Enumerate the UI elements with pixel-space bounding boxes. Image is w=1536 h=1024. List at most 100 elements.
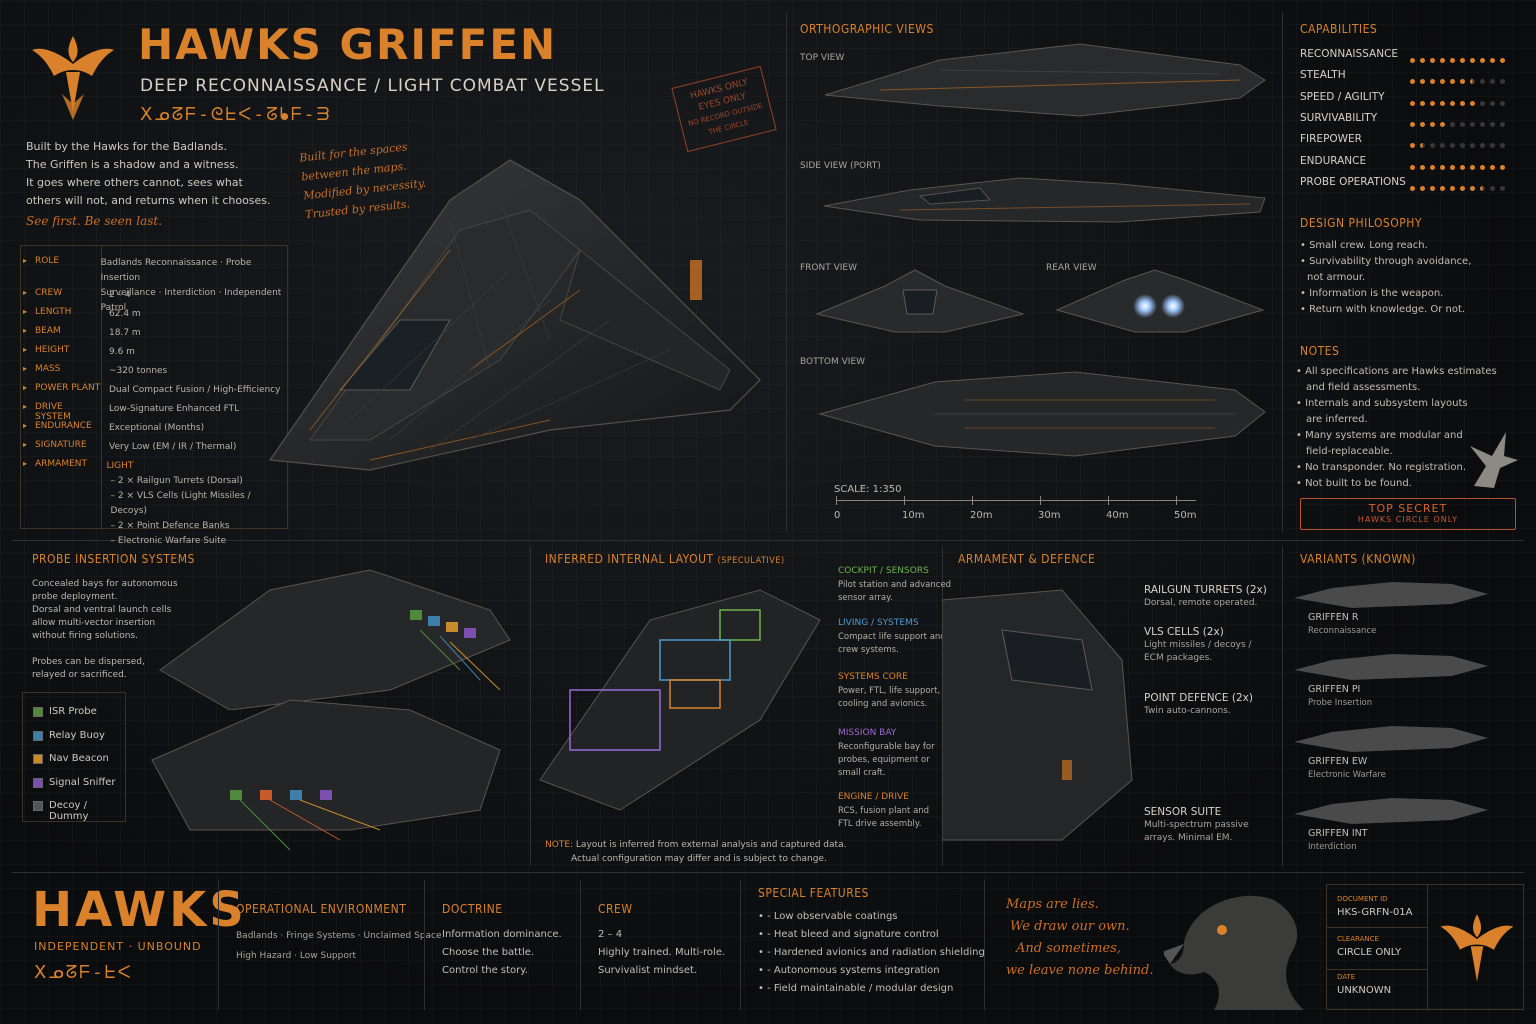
- rating-dot: [1410, 79, 1415, 85]
- scale-tick: [1176, 496, 1177, 505]
- rating-dot: [1410, 121, 1415, 127]
- internal-label-heading: MISSION BAY: [838, 728, 897, 738]
- footer-glyphs: ꓫᓄᘔᖴ-ᖶᐸ: [34, 962, 133, 983]
- doctrine-title: DOCTRINE: [442, 902, 503, 916]
- internal-label-desc: Pilot station and advanced: [838, 580, 952, 590]
- internal-label-desc: FTL drive assembly.: [838, 819, 922, 829]
- armament-heading: SENSOR SUITE: [1144, 806, 1222, 818]
- footer-brand: HAWKS: [32, 882, 247, 938]
- probe-ship-dorsal-render: [150, 560, 520, 711]
- rating-dot: [1450, 79, 1455, 85]
- side-view-label: SIDE VIEW (PORT): [800, 161, 881, 171]
- divider: [12, 872, 1524, 873]
- spec-value-line: Low-Signature Enhanced FTL: [109, 404, 240, 414]
- internal-label-desc: cooling and avionics.: [838, 699, 928, 709]
- spec-key: ENDURANCE: [21, 421, 101, 436]
- internal-label-desc: Compact life support and: [838, 632, 946, 642]
- spec-key: MASS: [21, 364, 101, 379]
- philosophy-title: DESIGN PHILOSOPHY: [1300, 216, 1423, 230]
- divider: [786, 12, 787, 532]
- rating-dot: [1470, 121, 1475, 127]
- capability-rating: [1410, 178, 1510, 197]
- scale-tick-label: 40m: [1106, 510, 1129, 521]
- scale-label: SCALE: 1:350: [834, 484, 902, 495]
- scale-tick: [972, 496, 973, 505]
- capability-label: PROBE OPERATIONS: [1300, 175, 1406, 188]
- capabilities-title: CAPABILITIES: [1300, 22, 1378, 36]
- spec-value: Exceptional (Months): [101, 421, 204, 436]
- bottom-view-render: [815, 370, 1270, 460]
- rating-dot: [1410, 185, 1415, 191]
- rating-dot: [1450, 58, 1455, 63]
- internal-label-heading: SYSTEMS CORE: [838, 672, 908, 682]
- armament-desc: ECM packages.: [1144, 653, 1213, 663]
- internal-label-desc: Reconfigurable bay for: [838, 742, 935, 752]
- rating-dot: [1480, 79, 1485, 85]
- features-list: • - Low observable coatings• - Heat blee…: [758, 911, 985, 994]
- side-view-render: [820, 170, 1270, 230]
- spec-key: SIGNATURE: [21, 440, 101, 455]
- rating-dot: [1480, 58, 1485, 63]
- divider: [580, 880, 581, 1010]
- rating-dot: [1470, 185, 1475, 191]
- armament-heading: POINT DEFENCE (2x): [1144, 692, 1253, 704]
- rating-dot: [1440, 79, 1445, 85]
- internal-note: NOTE: Layout is inferred from external a…: [545, 840, 847, 864]
- spec-value-line: Surveillance · Interdiction · Independen…: [100, 288, 282, 313]
- intro-text: Built by the Hawks for the Badlands. The…: [26, 140, 271, 207]
- spec-key: CREW: [21, 288, 101, 303]
- top-view-label: TOP VIEW: [800, 53, 845, 63]
- scale-tick-label: 30m: [1038, 510, 1061, 521]
- notes-list: • All specifications are Hawks estimates…: [1296, 366, 1497, 489]
- rating-dot: [1500, 79, 1505, 85]
- top-secret-badge: TOP SECRET HAWKS CIRCLE ONLY: [1300, 498, 1516, 530]
- legend-label: Nav Beacon: [49, 753, 109, 764]
- capability-label: ENDURANCE: [1300, 154, 1367, 167]
- spec-value-line: 2 – 4: [109, 290, 131, 300]
- divider: [1282, 546, 1283, 866]
- alien-glyphs: ꓫᓄᘔᖴ-ᘓᖶᐸ-ᘔᖲᖴ-ᗱ: [140, 104, 332, 125]
- spec-value-line: 9.6 m: [109, 347, 135, 357]
- capability-rating: [1410, 71, 1510, 90]
- rating-dot: [1480, 100, 1485, 106]
- front-view-label: FRONT VIEW: [800, 263, 858, 273]
- armament-heading: VLS CELLS (2x): [1144, 626, 1224, 638]
- top-view-render: [820, 40, 1270, 120]
- spec-value-line: ~320 tonnes: [109, 366, 168, 376]
- capability-label: STEALTH: [1300, 69, 1346, 82]
- variant-role: Probe Insertion: [1308, 698, 1373, 708]
- capability-rating: [1410, 50, 1510, 69]
- spec-value: ~320 tonnes: [101, 364, 167, 379]
- rating-dot: [1430, 58, 1435, 63]
- spec-value: Very Low (EM / IR / Thermal): [101, 440, 236, 455]
- variant-role: Reconnaissance: [1308, 626, 1377, 636]
- spec-value-line: 18.7 m: [109, 328, 141, 338]
- divider: [218, 880, 219, 1010]
- capability-label: RECONNAISSANCE: [1300, 48, 1399, 60]
- armament-desc: Light missiles / decoys /: [1144, 640, 1252, 650]
- rating-dot: [1500, 121, 1505, 127]
- spec-key: LENGTH: [21, 307, 101, 322]
- legend-label: Signal Sniffer: [49, 776, 116, 788]
- rating-dot: [1460, 121, 1465, 127]
- main-ship-render: [250, 140, 770, 480]
- rating-dot: [1480, 164, 1485, 170]
- rating-dot: [1470, 100, 1475, 106]
- spec-value: 62.4 m: [101, 307, 141, 322]
- internal-label-heading: LIVING / SYSTEMS: [838, 618, 919, 628]
- divider: [984, 880, 985, 1010]
- rating-dot: [1480, 121, 1485, 127]
- rating-dot: [1420, 79, 1425, 85]
- variant-name: GRIFFEN PI: [1308, 684, 1361, 695]
- variant-role: Electronic Warfare: [1308, 770, 1386, 780]
- rating-dot: [1480, 143, 1485, 149]
- rating-dot: [1410, 143, 1415, 149]
- spec-value-line: 62.4 m: [109, 309, 141, 319]
- legend-label: Relay Buoy: [49, 729, 105, 741]
- rating-dot: [1430, 143, 1435, 149]
